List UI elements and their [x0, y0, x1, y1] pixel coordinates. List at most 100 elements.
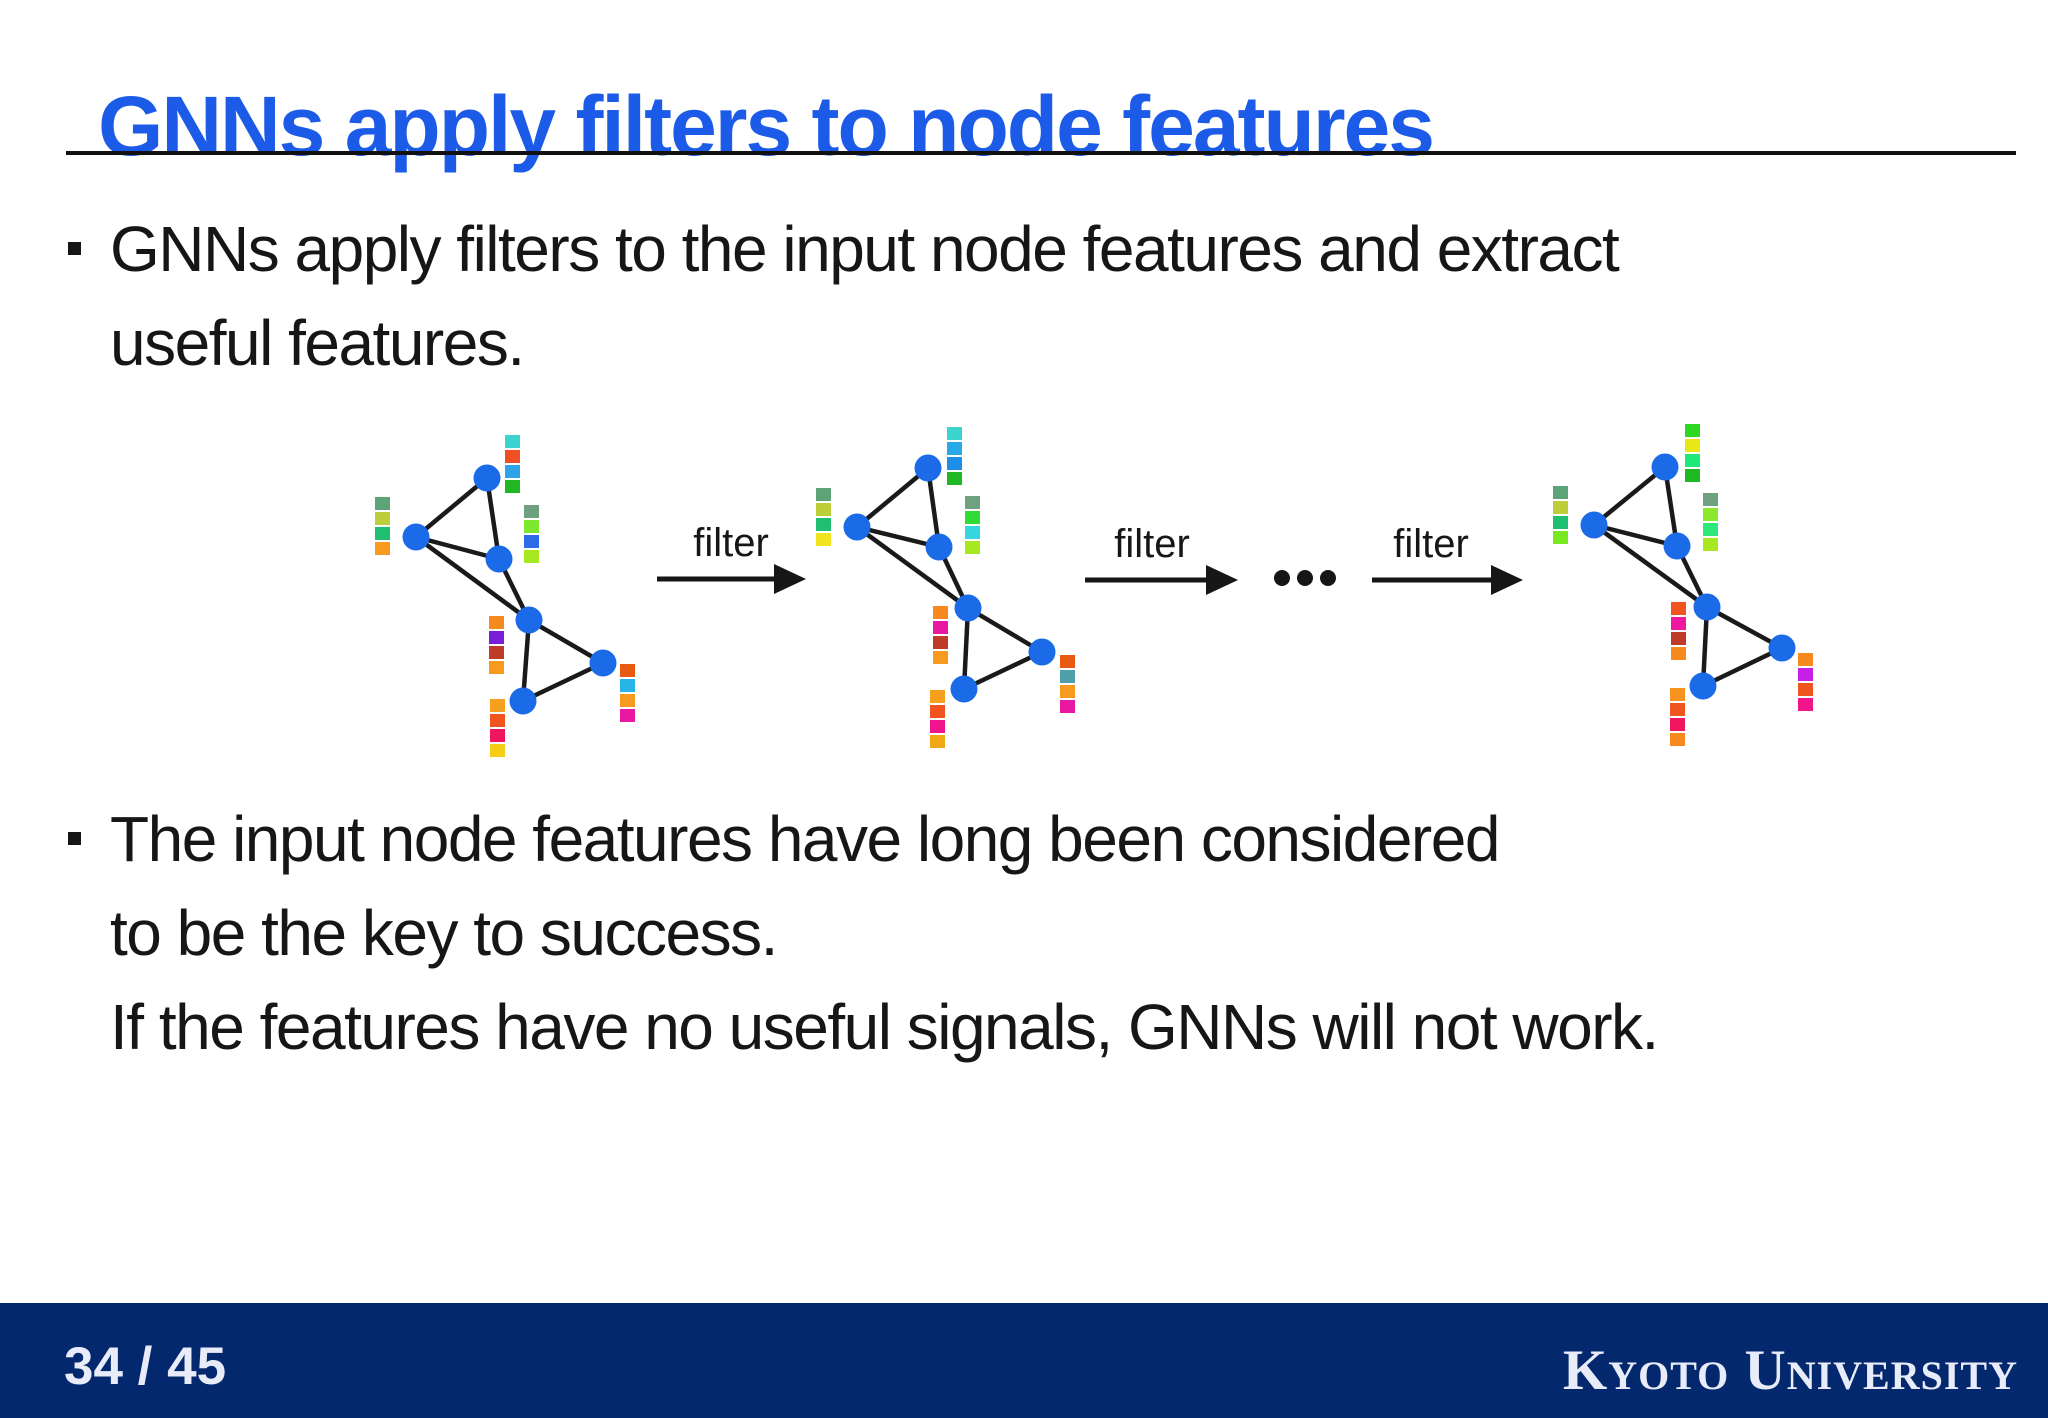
bullet-1: GNNs apply filters to the input node fea… — [110, 202, 1620, 390]
title-underline — [66, 151, 2016, 155]
feature-square — [1671, 617, 1686, 630]
graph-edge — [965, 605, 1045, 655]
feature-square — [1703, 508, 1718, 521]
graph-edge — [1591, 464, 1668, 528]
feature-square — [489, 616, 504, 629]
feature-square — [524, 505, 539, 518]
graph-edge — [413, 534, 532, 623]
feature-square — [489, 631, 504, 644]
graph-node — [1028, 638, 1056, 666]
feature-square — [524, 550, 539, 563]
feature-square — [965, 541, 980, 554]
graph-edge — [1591, 522, 1680, 549]
feature-square — [375, 542, 390, 555]
feature-square — [1798, 698, 1813, 711]
feature-square — [489, 646, 504, 659]
graph-node — [843, 513, 871, 541]
arrow-head-icon — [1491, 565, 1523, 595]
feature-square — [965, 496, 980, 509]
graph-edge — [1700, 645, 1785, 689]
graph-edge — [961, 605, 971, 692]
feature-square — [930, 690, 945, 703]
feature-square — [505, 435, 520, 448]
feature-square — [1798, 683, 1813, 696]
graph-node — [509, 687, 537, 715]
feature-square — [505, 465, 520, 478]
feature-square — [524, 535, 539, 548]
feature-square — [1798, 653, 1813, 666]
graph-node — [954, 594, 982, 622]
graph-edge — [1674, 543, 1710, 610]
graph-node — [950, 675, 978, 703]
feature-square — [1553, 531, 1568, 544]
feature-square — [1703, 493, 1718, 506]
feature-square — [490, 729, 505, 742]
feature-square — [524, 520, 539, 533]
feature-square — [933, 606, 948, 619]
bullet-2: The input node features have long been c… — [110, 792, 1659, 1074]
feature-square — [1670, 718, 1685, 731]
feature-square — [620, 709, 635, 722]
feature-square — [933, 651, 948, 664]
ellipsis-dot-icon — [1320, 570, 1336, 586]
graph-edge — [1704, 604, 1785, 651]
feature-square — [375, 497, 390, 510]
graph-node — [402, 523, 430, 551]
feature-square — [620, 664, 635, 677]
feature-square — [490, 714, 505, 727]
feature-square — [947, 472, 962, 485]
graph-node — [485, 545, 513, 573]
graph-edge — [484, 475, 502, 562]
feature-square — [1060, 685, 1075, 698]
feature-square — [1703, 523, 1718, 536]
graph-node — [589, 649, 617, 677]
feature-square — [1670, 703, 1685, 716]
footer-bar — [0, 1303, 2048, 1418]
graph-node — [473, 464, 501, 492]
graph-node — [1663, 532, 1691, 560]
graph-edge — [854, 465, 931, 530]
feature-square — [375, 527, 390, 540]
graph-filtered-graph-1 — [816, 427, 1075, 748]
arrow-head-icon — [774, 564, 806, 594]
graph-edge — [1591, 522, 1710, 610]
arrow-head-icon — [1206, 565, 1238, 595]
graph-edge — [854, 524, 971, 611]
graph-edge — [961, 649, 1045, 692]
graph-edge — [1700, 604, 1710, 689]
feature-square — [816, 533, 831, 546]
feature-square — [505, 480, 520, 493]
feature-square — [930, 705, 945, 718]
feature-square — [1671, 602, 1686, 615]
graph-edge — [496, 556, 532, 623]
feature-square — [620, 679, 635, 692]
feature-square — [816, 488, 831, 501]
feature-square — [1553, 501, 1568, 514]
bullet-2-line-3: If the features have no useful signals, … — [110, 991, 1659, 1063]
feature-square — [816, 518, 831, 531]
filter-arrow-2: filter — [1085, 522, 1238, 595]
graph-node — [1580, 511, 1608, 539]
bullet-square-icon — [68, 242, 81, 255]
filter-label: filter — [693, 521, 769, 565]
graph-node — [1651, 453, 1679, 481]
feature-square — [505, 450, 520, 463]
graph-edge — [520, 660, 606, 704]
feature-square — [490, 699, 505, 712]
feature-square — [620, 694, 635, 707]
feature-square — [1060, 700, 1075, 713]
feature-square — [490, 744, 505, 757]
filter-label: filter — [1393, 522, 1469, 566]
feature-square — [1685, 454, 1700, 467]
graph-node — [1689, 672, 1717, 700]
feature-square — [1553, 516, 1568, 529]
feature-square — [930, 735, 945, 748]
feature-square — [1685, 424, 1700, 437]
feature-square — [930, 720, 945, 733]
feature-square — [1670, 733, 1685, 746]
bullet-square-icon — [68, 832, 81, 845]
graph-node — [1693, 593, 1721, 621]
bullet-1-line-2: useful features. — [110, 307, 525, 379]
feature-square — [375, 512, 390, 525]
